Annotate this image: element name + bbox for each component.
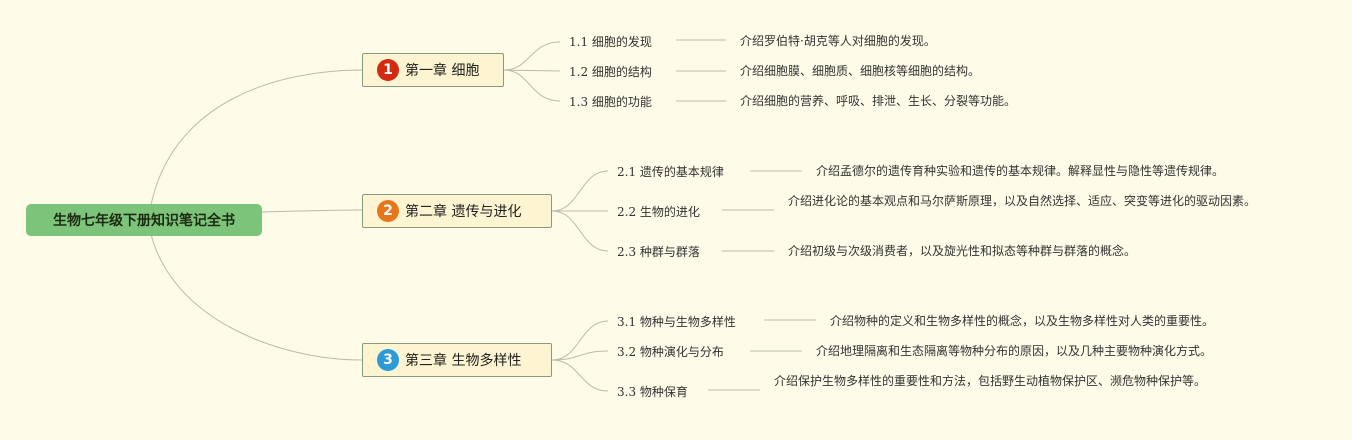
chapter-node-3[interactable]: 3 第三章 生物多样性 xyxy=(362,343,552,377)
topic-node-1-2[interactable]: 1.2 细胞的结构 xyxy=(569,65,652,79)
topic-node-3-3[interactable]: 3.3 物种保育 xyxy=(617,385,688,399)
connector-root-ch3 xyxy=(149,229,363,361)
topic-node-3-1[interactable]: 3.1 物种与生物多样性 xyxy=(617,315,736,329)
root-node[interactable]: 生物七年级下册知识笔记全书 xyxy=(26,204,262,236)
root-title: 生物七年级下册知识笔记全书 xyxy=(53,213,235,229)
connector-ch3-t2 xyxy=(551,350,609,361)
topic-desc-2-1[interactable]: 介绍孟德尔的遗传育种实验和遗传的基本规律。解释显性与隐性等遗传规律。 xyxy=(816,164,1225,178)
chapter-number-badge: 3 xyxy=(377,349,399,371)
topic-desc-1-1[interactable]: 介绍罗伯特·胡克等人对细胞的发现。 xyxy=(740,34,936,48)
chapter-number-badge: 1 xyxy=(377,59,399,81)
chapter-number-badge: 2 xyxy=(377,200,399,222)
chapter-node-2[interactable]: 2 第二章 遗传与进化 xyxy=(362,194,552,228)
topic-node-2-3[interactable]: 2.3 种群与群落 xyxy=(617,245,700,259)
connector-ch2-t1 xyxy=(551,170,609,212)
topic-node-1-3[interactable]: 1.3 细胞的功能 xyxy=(569,95,652,109)
connector-ch1-t2 xyxy=(503,69,561,72)
topic-node-2-1[interactable]: 2.1 遗传的基本规律 xyxy=(617,165,724,179)
topic-desc-3-3[interactable]: 介绍保护生物多样性的重要性和方法，包括野生动植物保护区、濒危物种保护等。 xyxy=(774,374,1207,388)
chapter-node-1[interactable]: 1 第一章 细胞 xyxy=(362,53,504,87)
chapter-title: 第二章 遗传与进化 xyxy=(405,204,522,220)
topic-node-2-2[interactable]: 2.2 生物的进化 xyxy=(617,205,700,219)
connector-ch3-t3 xyxy=(551,359,609,392)
topic-desc-3-1[interactable]: 介绍物种的定义和生物多样性的概念，以及生物多样性对人类的重要性。 xyxy=(830,314,1215,328)
topic-node-1-1[interactable]: 1.1 细胞的发现 xyxy=(569,35,652,49)
connector-root-ch1 xyxy=(149,69,363,211)
topic-desc-3-2[interactable]: 介绍地理隔离和生态隔离等物种分布的原因，以及几种主要物种演化方式。 xyxy=(816,344,1213,358)
topic-desc-1-2[interactable]: 介绍细胞膜、细胞质、细胞核等细胞的结构。 xyxy=(740,64,981,78)
topic-desc-2-3[interactable]: 介绍初级与次级消费者，以及旋光性和拟态等种群与群落的概念。 xyxy=(788,244,1137,258)
topic-desc-2-2[interactable]: 介绍进化论的基本观点和马尔萨斯原理，以及自然选择、适应、突变等进化的驱动因素。 xyxy=(788,194,1257,208)
connector-ch1-t1 xyxy=(503,41,561,71)
topic-desc-1-3[interactable]: 介绍细胞的营养、呼吸、排泄、生长、分裂等功能。 xyxy=(740,94,1017,108)
chapter-title: 第三章 生物多样性 xyxy=(405,353,522,369)
chapter-title: 第一章 细胞 xyxy=(405,63,480,79)
connector-ch2-t3 xyxy=(551,210,609,252)
connector-root-ch2 xyxy=(261,209,363,213)
connector-ch3-t1 xyxy=(551,320,609,361)
connector-ch1-t3 xyxy=(503,69,561,102)
topic-node-3-2[interactable]: 3.2 物种演化与分布 xyxy=(617,345,724,359)
